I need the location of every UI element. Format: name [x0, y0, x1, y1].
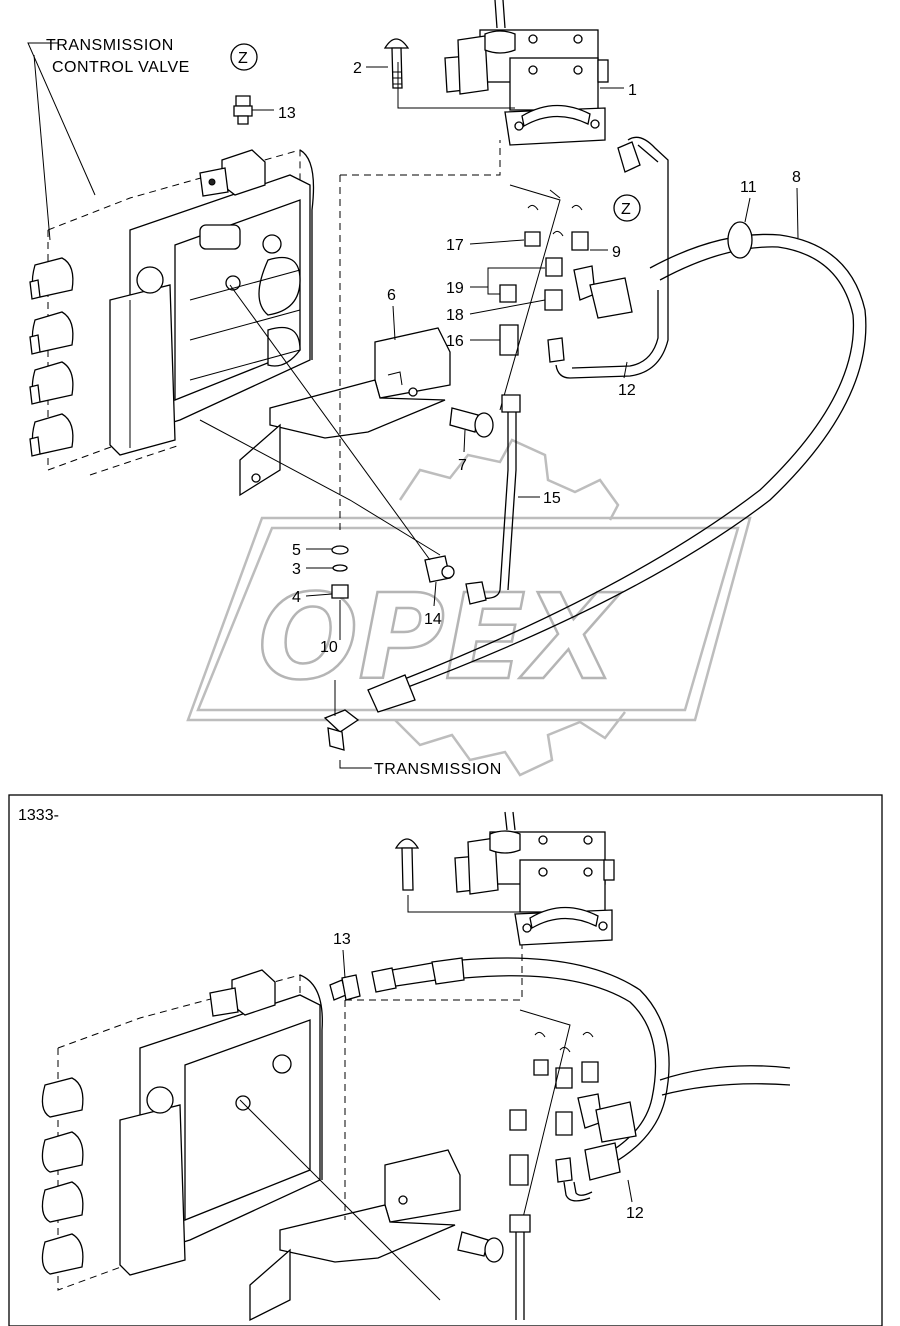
- opex-watermark: OPEX: [186, 438, 752, 777]
- fitting-13: [233, 95, 253, 125]
- inset-small-fittings: [509, 1009, 637, 1320]
- inset-control-valve: [41, 969, 323, 1291]
- callout-6: 6: [387, 287, 396, 304]
- inset-callout-13: 13: [333, 931, 351, 948]
- tube-15: [465, 394, 521, 605]
- callout-19: 19: [446, 280, 464, 297]
- callout-14: 14: [424, 611, 442, 628]
- elbow-10: [323, 709, 360, 751]
- callout-1: 1: [628, 82, 637, 99]
- inset-serial-label: 1333-: [18, 807, 59, 824]
- svg-text:Z: Z: [621, 201, 631, 218]
- hose-12: [547, 136, 669, 379]
- valve-end-plugs: [29, 257, 74, 457]
- inset-callout-12: 12: [626, 1205, 644, 1222]
- bolt-2: [383, 38, 410, 89]
- callout-15: 15: [543, 490, 561, 507]
- callout-16: 16: [446, 333, 464, 350]
- bolt-7: [449, 407, 494, 438]
- callout-7: 7: [458, 457, 467, 474]
- watermark-text: OPEX: [258, 568, 621, 706]
- inset-fitting-13: [329, 957, 791, 1181]
- inset-solenoid-valve: [454, 811, 615, 946]
- callout-18: 18: [446, 307, 464, 324]
- inset-bolt: [394, 838, 420, 891]
- fitting-14: [424, 555, 455, 583]
- label-transmission: TRANSMISSION: [374, 761, 502, 778]
- inset-diagram: 1333-: [8, 794, 883, 1326]
- callout-labels: TRANSMISSION CONTROL VALVE 13 2 1 11 8 1…: [27, 37, 801, 778]
- main-diagram: Z Z: [27, 0, 867, 778]
- svg-text:Z: Z: [238, 50, 248, 67]
- callout-9: 9: [612, 244, 621, 261]
- callout-2: 2: [353, 60, 362, 77]
- callout-3: 3: [292, 561, 301, 578]
- hose-8: [367, 221, 867, 713]
- callout-5: 5: [292, 542, 301, 559]
- label-tcv-1: TRANSMISSION: [46, 37, 174, 54]
- z-marker-circle: Z Z: [230, 43, 641, 222]
- callout-8: 8: [792, 169, 801, 186]
- small-fittings: [499, 184, 589, 411]
- assembly-lines: [199, 62, 515, 769]
- transmission-control-valve: [29, 149, 315, 476]
- label-tcv-2: CONTROL VALVE: [52, 59, 190, 76]
- callout-13: 13: [278, 105, 296, 122]
- callout-10: 10: [320, 639, 338, 656]
- inset-assembly-lines: [239, 945, 523, 1301]
- solenoid-valve: [444, 0, 609, 146]
- mounting-bracket: [239, 327, 451, 497]
- inset-bracket: [249, 1149, 504, 1322]
- callout-4: 4: [292, 589, 301, 606]
- callout-17: 17: [446, 237, 464, 254]
- callout-11: 11: [740, 179, 757, 196]
- callout-12: 12: [618, 382, 636, 399]
